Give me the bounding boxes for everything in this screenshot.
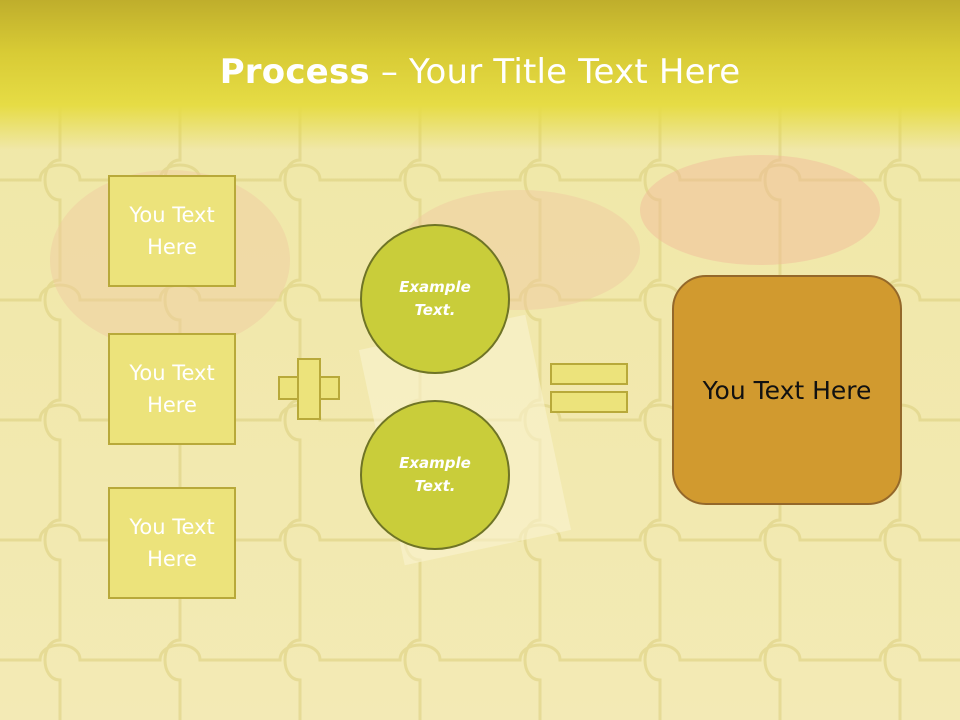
example-circle-2[interactable]: Example Text. [360, 400, 510, 550]
text-box-3[interactable]: You Text Here [108, 487, 236, 599]
title-rest: – Your Title Text Here [369, 52, 741, 92]
title-band [0, 0, 960, 150]
plus-icon [278, 358, 340, 420]
equals-bar-bottom [550, 391, 628, 413]
result-label: You Text Here [702, 375, 872, 405]
slide-title: Process – Your Title Text Here [0, 52, 960, 92]
equals-bar-top [550, 363, 628, 385]
text-box-label: You Text Here [129, 515, 215, 571]
example-circle-1[interactable]: Example Text. [360, 224, 510, 374]
circle-label: Example Text. [399, 278, 471, 319]
text-box-1[interactable]: You Text Here [108, 175, 236, 287]
title-bold: Process [219, 52, 370, 92]
text-box-label: You Text Here [129, 203, 215, 259]
text-box-2[interactable]: You Text Here [108, 333, 236, 445]
text-box-label: You Text Here [129, 361, 215, 417]
circle-label: Example Text. [399, 454, 471, 495]
result-box[interactable]: You Text Here [672, 275, 902, 505]
